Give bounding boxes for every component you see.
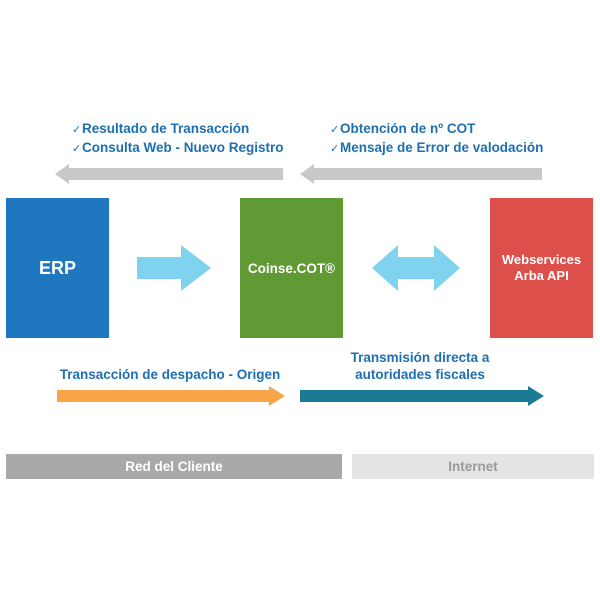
coinse-cot-label: Coinse.COT®	[247, 260, 336, 276]
origin-flow-label: Transacción de despacho - Origen	[56, 366, 284, 383]
check-icon: ✓	[72, 143, 82, 155]
direct-flow-line2: autoridades fiscales	[355, 367, 485, 382]
direct-flow-label: Transmisión directa a autoridades fiscal…	[320, 349, 520, 383]
webservices-box: Webservices Arba API	[490, 198, 593, 338]
feedback-list-right: ✓Obtención de nº COT ✓Mensaje de Error d…	[330, 120, 543, 158]
arrow-right-icon	[137, 245, 211, 291]
check-icon: ✓	[330, 143, 340, 155]
erp-box: ERP	[6, 198, 109, 338]
check-icon: ✓	[330, 124, 340, 136]
direct-flow-line1: Transmisión directa a	[350, 350, 490, 365]
feedback-item: ✓Consulta Web - Nuevo Registro	[72, 139, 284, 158]
client-network-band: Red del Cliente	[6, 454, 342, 479]
feedback-item: ✓Resultado de Transacción	[72, 120, 284, 139]
coinse-cot-box: Coinse.COT®	[240, 198, 343, 338]
feedback-item-label: Resultado de Transacción	[82, 121, 250, 136]
arba-api-label: Arba API	[514, 268, 569, 283]
double-arrow-icon	[372, 245, 460, 291]
client-network-label: Red del Cliente	[125, 459, 223, 474]
erp-label: ERP	[38, 257, 76, 278]
internet-band: Internet	[352, 454, 594, 479]
return-arrow-left	[55, 164, 283, 184]
feedback-item-label: Consulta Web - Nuevo Registro	[82, 140, 284, 155]
direct-transmission-arrow	[300, 386, 544, 406]
origin-flow-text: Transacción de despacho - Origen	[59, 367, 281, 382]
feedback-list-left: ✓Resultado de Transacción ✓Consulta Web …	[72, 120, 284, 158]
origin-arrow	[57, 386, 285, 406]
internet-label: Internet	[448, 459, 498, 474]
feedback-item: ✓Mensaje de Error de valodación	[330, 139, 543, 158]
check-icon: ✓	[72, 124, 82, 136]
return-arrow-right	[300, 164, 542, 184]
feedback-item-label: Mensaje de Error de valodación	[340, 140, 544, 155]
feedback-item-label: Obtención de nº COT	[340, 121, 476, 136]
feedback-item: ✓Obtención de nº COT	[330, 120, 543, 139]
webservices-label: Webservices	[501, 252, 582, 267]
